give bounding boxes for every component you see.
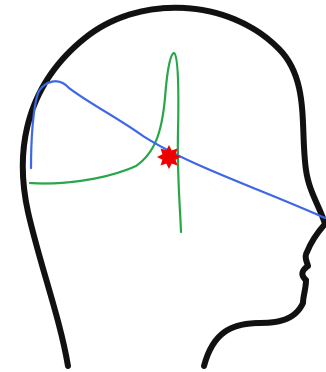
star-marker: [157, 145, 181, 169]
